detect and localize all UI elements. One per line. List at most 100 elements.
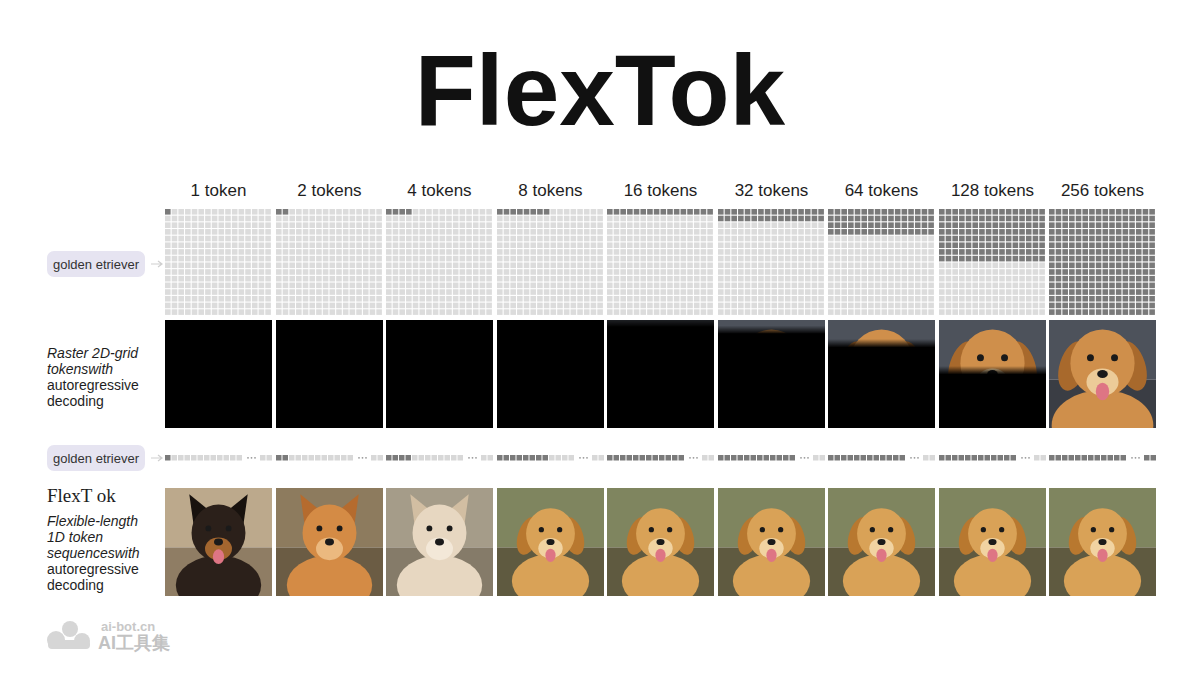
art-shape [681, 309, 687, 315]
art-shape [627, 309, 633, 315]
art-shape [530, 309, 536, 315]
art-shape [239, 229, 245, 235]
art-shape [323, 303, 329, 309]
art-shape [785, 249, 791, 255]
art-shape [497, 269, 503, 275]
art-shape [544, 222, 550, 228]
art-shape [634, 229, 640, 235]
art-shape [855, 222, 861, 228]
art-shape [309, 242, 315, 248]
art-shape [895, 209, 901, 215]
art-shape [225, 303, 231, 309]
black-mask [276, 320, 383, 428]
art-shape [289, 276, 295, 282]
art-shape [276, 216, 282, 222]
art-shape [440, 303, 446, 309]
art-shape [855, 249, 861, 255]
art-shape [772, 249, 778, 255]
art-shape [661, 256, 667, 262]
art-shape [731, 236, 737, 242]
art-shape [792, 289, 798, 295]
art-shape [607, 309, 613, 315]
art-shape [772, 289, 778, 295]
art-shape [731, 276, 737, 282]
art-shape [707, 296, 713, 302]
art-shape [760, 527, 765, 532]
art-shape [303, 505, 357, 562]
art-shape [309, 455, 315, 461]
art-shape [524, 209, 530, 215]
art-shape [212, 256, 218, 262]
art-shape [902, 222, 908, 228]
art-shape [504, 249, 510, 255]
art-shape [283, 236, 289, 242]
art-shape [316, 296, 322, 302]
art-shape [667, 269, 673, 275]
art-shape [882, 216, 888, 222]
art-shape [564, 276, 570, 282]
art-shape [785, 263, 791, 269]
art-shape [654, 256, 660, 262]
art-shape [707, 263, 713, 269]
art-shape [265, 242, 271, 248]
art-shape [517, 289, 523, 295]
art-shape [785, 229, 791, 235]
art-shape [546, 539, 554, 545]
art-shape [426, 296, 432, 302]
art-shape [835, 222, 841, 228]
art-shape [647, 236, 653, 242]
art-shape [731, 249, 737, 255]
art-shape [915, 222, 921, 228]
art-shape [841, 276, 847, 282]
art-shape [694, 249, 700, 255]
art-shape [792, 269, 798, 275]
art-shape [765, 242, 771, 248]
art-shape [745, 303, 751, 309]
art-shape [627, 263, 633, 269]
art-shape [647, 269, 653, 275]
art-shape [667, 242, 673, 248]
art-shape [778, 283, 784, 289]
art-shape [350, 229, 356, 235]
art-shape [276, 296, 282, 302]
art-shape [524, 263, 530, 269]
art-shape [289, 216, 295, 222]
art-shape [577, 209, 583, 215]
art-shape [466, 309, 472, 315]
pointer-arrow [151, 455, 162, 461]
art-shape [325, 539, 334, 546]
art-shape [571, 216, 577, 222]
art-shape [557, 289, 563, 295]
art-shape [875, 222, 881, 228]
art-shape [219, 242, 225, 248]
art-shape [591, 236, 597, 242]
art-shape [386, 263, 392, 269]
art-shape [185, 455, 191, 461]
art-shape [475, 457, 477, 459]
art-shape [701, 283, 707, 289]
art-shape [765, 309, 771, 315]
art-shape [591, 256, 597, 262]
art-shape [584, 276, 590, 282]
art-shape [426, 269, 432, 275]
art-shape [607, 222, 613, 228]
art-shape [165, 263, 171, 269]
art-shape [778, 263, 784, 269]
art-shape [165, 296, 171, 302]
art-shape [309, 249, 315, 255]
art-shape [315, 455, 321, 461]
art-shape [718, 216, 724, 222]
art-shape [902, 216, 908, 222]
art-shape [267, 455, 273, 461]
art-shape [480, 242, 486, 248]
art-shape [504, 309, 510, 315]
art-shape [571, 309, 577, 315]
art-shape [386, 309, 392, 315]
art-shape [792, 256, 798, 262]
art-shape [530, 242, 536, 248]
art-shape [460, 283, 466, 289]
art-shape [707, 229, 713, 235]
art-shape [419, 309, 425, 315]
art-shape [524, 222, 530, 228]
art-shape [232, 283, 238, 289]
